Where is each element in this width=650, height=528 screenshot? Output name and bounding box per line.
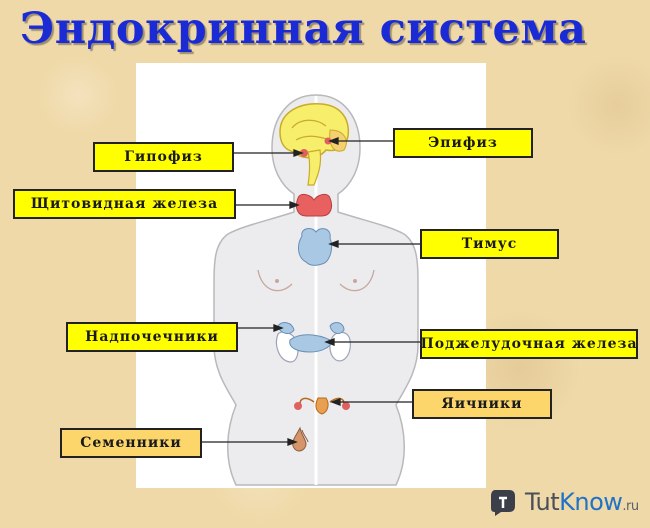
connector-lines — [202, 137, 420, 446]
page-title: Эндокринная система — [20, 4, 587, 54]
tutknow-watermark: TutKnow.ru — [487, 480, 647, 524]
label-thyroid: Щитовидная железа — [13, 189, 236, 219]
logo-ru: .ru — [622, 499, 639, 514]
label-testes: Семенники — [60, 428, 202, 458]
logo-know: Know — [559, 488, 623, 516]
tutknow-logo-text: TutKnow.ru — [525, 488, 639, 516]
epiphysis-gland — [324, 137, 332, 145]
adrenals-kidneys — [275, 322, 351, 363]
thyroid-gland — [295, 193, 333, 217]
label-epiphysis: Эпифиз — [393, 128, 533, 158]
testes — [292, 426, 309, 452]
brain — [279, 103, 350, 186]
hypophysis-gland — [300, 149, 308, 157]
label-pancreas: Поджелудочная железа — [420, 329, 638, 359]
label-hypophysis: Гипофиз — [93, 142, 234, 172]
thymus-gland — [298, 228, 333, 266]
label-thymus: Тимус — [420, 229, 559, 259]
tutknow-logo-icon — [491, 490, 515, 516]
label-adrenals: Надпочечники — [66, 322, 238, 352]
label-ovaries: Яичники — [412, 389, 552, 419]
logo-tut: Tut — [525, 488, 560, 516]
